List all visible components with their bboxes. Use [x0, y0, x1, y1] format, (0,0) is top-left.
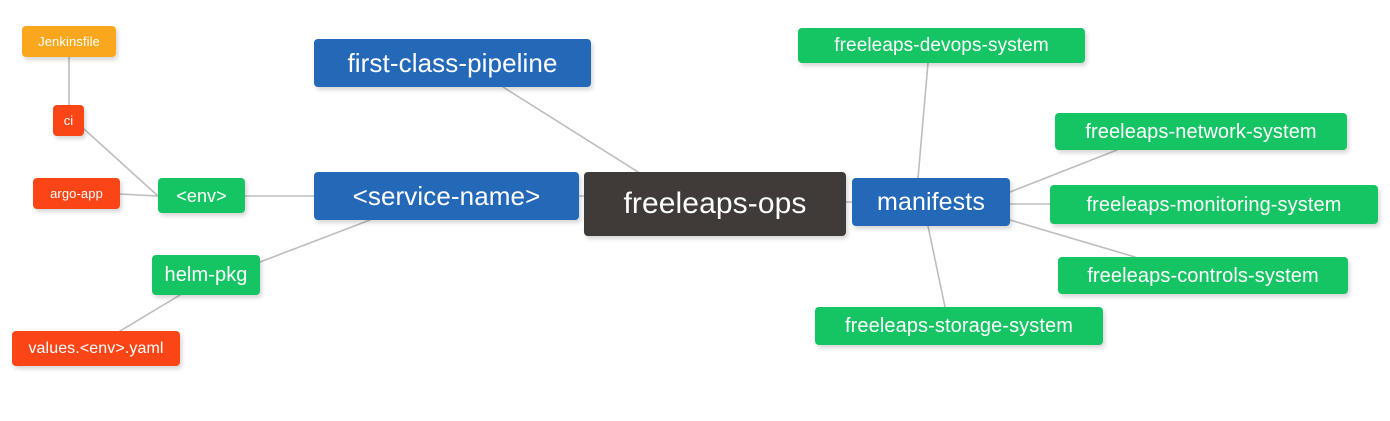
node-helm-pkg[interactable]: helm-pkg	[152, 255, 260, 295]
node-label-freeleaps-controls-system: freeleaps-controls-system	[1087, 264, 1319, 287]
node-label-freeleaps-monitoring-system: freeleaps-monitoring-system	[1086, 193, 1342, 216]
node-first-class-pipeline[interactable]: first-class-pipeline	[314, 39, 591, 87]
node-freeleaps-controls-system[interactable]: freeleaps-controls-system	[1058, 257, 1348, 294]
node-ci[interactable]: ci	[53, 105, 84, 136]
node-label-jenkinsfile: Jenkinsfile	[38, 34, 100, 49]
node-label-argo-app: argo-app	[50, 186, 103, 201]
node-label-ci: ci	[63, 113, 74, 128]
node-label-freeleaps-devops-system: freeleaps-devops-system	[834, 35, 1049, 56]
node-values-env-yaml[interactable]: values.<env>.yaml	[12, 331, 180, 366]
node-label-first-class-pipeline: first-class-pipeline	[347, 48, 558, 78]
node-freeleaps-devops-system[interactable]: freeleaps-devops-system	[798, 28, 1085, 63]
edge-manifests-to-freeleaps-devops-system	[917, 62, 929, 179]
node-freeleaps-ops[interactable]: freeleaps-ops	[584, 172, 846, 236]
node-label-freeleaps-network-system: freeleaps-network-system	[1085, 120, 1317, 143]
edge-argo-app-to-env	[119, 193, 159, 197]
node-freeleaps-monitoring-system[interactable]: freeleaps-monitoring-system	[1050, 185, 1378, 224]
edge-first-class-pipeline-to-freeleaps-ops	[502, 86, 639, 173]
node-jenkinsfile[interactable]: Jenkinsfile	[22, 26, 116, 57]
node-manifests[interactable]: manifests	[852, 178, 1010, 226]
node-label-helm-pkg: helm-pkg	[164, 264, 248, 286]
node-label-service-name: <service-name>	[352, 181, 541, 211]
node-label-values-env-yaml: values.<env>.yaml	[28, 339, 164, 357]
node-label-env: <env>	[176, 185, 227, 206]
edge-manifests-to-freeleaps-controls-system	[1009, 219, 1136, 258]
node-env[interactable]: <env>	[158, 178, 245, 213]
node-argo-app[interactable]: argo-app	[33, 178, 120, 209]
edge-values-env-yaml-to-helm-pkg	[119, 294, 181, 332]
edge-manifests-to-freeleaps-storage-system	[927, 225, 946, 308]
node-label-freeleaps-storage-system: freeleaps-storage-system	[844, 315, 1074, 337]
node-label-freeleaps-ops: freeleaps-ops	[623, 187, 807, 220]
node-freeleaps-storage-system[interactable]: freeleaps-storage-system	[815, 307, 1103, 345]
edge-helm-pkg-to-service-name	[259, 219, 371, 263]
node-label-manifests: manifests	[877, 187, 985, 216]
node-service-name[interactable]: <service-name>	[314, 172, 579, 220]
node-freeleaps-network-system[interactable]: freeleaps-network-system	[1055, 113, 1347, 150]
